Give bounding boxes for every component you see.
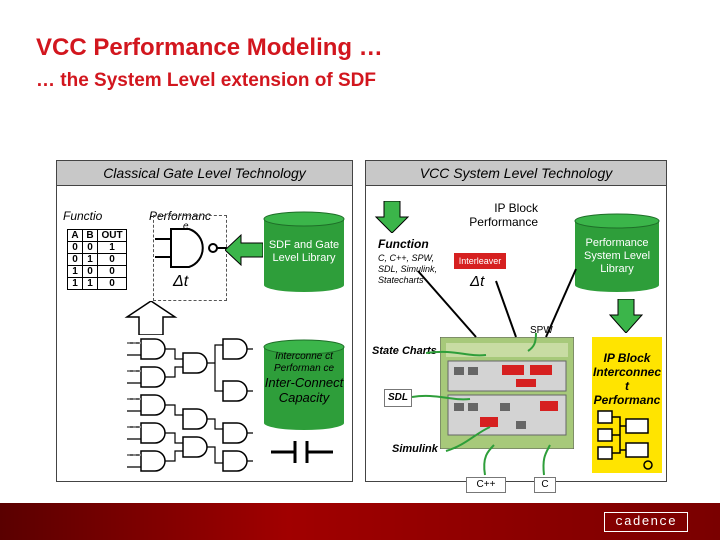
- truth-table-cell: 0: [83, 242, 98, 254]
- sdf-library-label: SDF and Gate Level Library: [267, 239, 341, 265]
- truth-table-header: B: [83, 230, 98, 242]
- delay-box: [153, 215, 227, 301]
- truth-table-cell: 0: [68, 242, 83, 254]
- truth-table: A B OUT 0 0 1 0 1 0 1 0 0 1 1 0: [67, 229, 127, 290]
- inter-connect-capacity-label: Inter-Connect Capacity: [263, 375, 345, 405]
- truth-table-cell: 0: [83, 266, 98, 278]
- ip-interconnect-label: IP Block Interconnec t Performanc: [592, 351, 662, 407]
- truth-table-cell: 0: [98, 254, 127, 266]
- truth-table-cell: 1: [68, 278, 83, 290]
- classical-gate-panel: Classical Gate Level Technology Functio …: [56, 160, 353, 482]
- vcc-system-panel: VCC System Level Technology IP Block Per…: [365, 160, 667, 482]
- truth-table-cell: 1: [83, 254, 98, 266]
- truth-table-cell: 1: [83, 278, 98, 290]
- truth-table-cell: 0: [68, 254, 83, 266]
- arrow-left-icon: [225, 233, 263, 267]
- function-label: Functio: [63, 209, 102, 223]
- page-subtitle: … the System Level extension of SDF: [36, 70, 376, 92]
- truth-table-header: OUT: [98, 230, 127, 242]
- arrow-up-icon: [123, 301, 179, 335]
- truth-table-cell: 0: [98, 266, 127, 278]
- gate-network-diagram: [127, 333, 253, 475]
- truth-table-cell: 0: [98, 278, 127, 290]
- truth-table-cell: 1: [98, 242, 127, 254]
- truth-table-header: A: [68, 230, 83, 242]
- classical-panel-heading: Classical Gate Level Technology: [57, 161, 352, 186]
- interconnect-schematic-icon: [596, 409, 658, 471]
- delta-t-label: Δt: [173, 273, 188, 291]
- cadence-logo: cadence: [604, 512, 688, 532]
- page-title: VCC Performance Modeling …: [36, 34, 383, 62]
- capacitor-icon: [271, 439, 333, 465]
- interconnect-performance-label: Interconne ct Performan ce: [267, 351, 341, 375]
- truth-table-cell: 1: [68, 266, 83, 278]
